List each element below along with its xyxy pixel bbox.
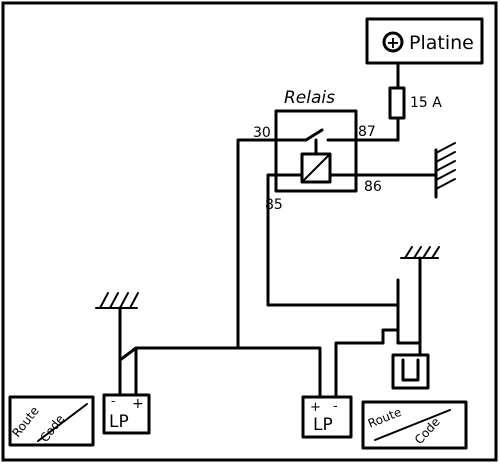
lamp-right-label: LP <box>313 415 333 435</box>
platine-box: + Platine <box>365 17 484 65</box>
code-label-right: Code <box>412 415 443 447</box>
lamp-right: + - LP <box>301 395 353 439</box>
lamp-left: - + LP <box>102 393 151 435</box>
code-label-left: Code <box>37 412 67 445</box>
fuse-label: 15 A <box>410 95 442 111</box>
lamp-left-plus: + <box>132 396 144 412</box>
connector-icon <box>391 353 430 390</box>
frame <box>1 1 498 462</box>
ground-icon-left <box>95 292 139 397</box>
platine-symbol: + <box>386 33 399 52</box>
route-code-box-right: Route Code <box>361 400 468 450</box>
plus-terminal-icon <box>382 31 404 53</box>
route-code-box-left: Route Code <box>8 395 95 447</box>
relay-pin-30: 30 <box>253 125 271 141</box>
relay-pin-86: 86 <box>364 179 382 195</box>
ground-icon-right <box>434 142 456 199</box>
lamp-right-plus: + <box>310 400 321 415</box>
lamp-right-minus: - <box>333 399 338 414</box>
relay-body <box>274 109 358 193</box>
switch-connector <box>381 278 430 390</box>
lamp-left-body <box>102 393 151 435</box>
relay: Relais 30 87 85 86 <box>253 88 382 213</box>
ground-icon-middle <box>400 246 440 357</box>
platine-label: Platine <box>409 32 474 54</box>
fuse-icon <box>388 86 406 120</box>
lamp-left-minus: - <box>111 394 115 408</box>
relay-pin-87: 87 <box>358 124 376 140</box>
route-label-right: Route <box>366 405 404 431</box>
route-label-left: Route <box>9 404 41 440</box>
lamp-right-body <box>301 395 353 439</box>
fuse: 15 A <box>388 61 442 142</box>
relay-title: Relais <box>284 88 335 108</box>
lamp-left-label: LP <box>109 412 129 432</box>
